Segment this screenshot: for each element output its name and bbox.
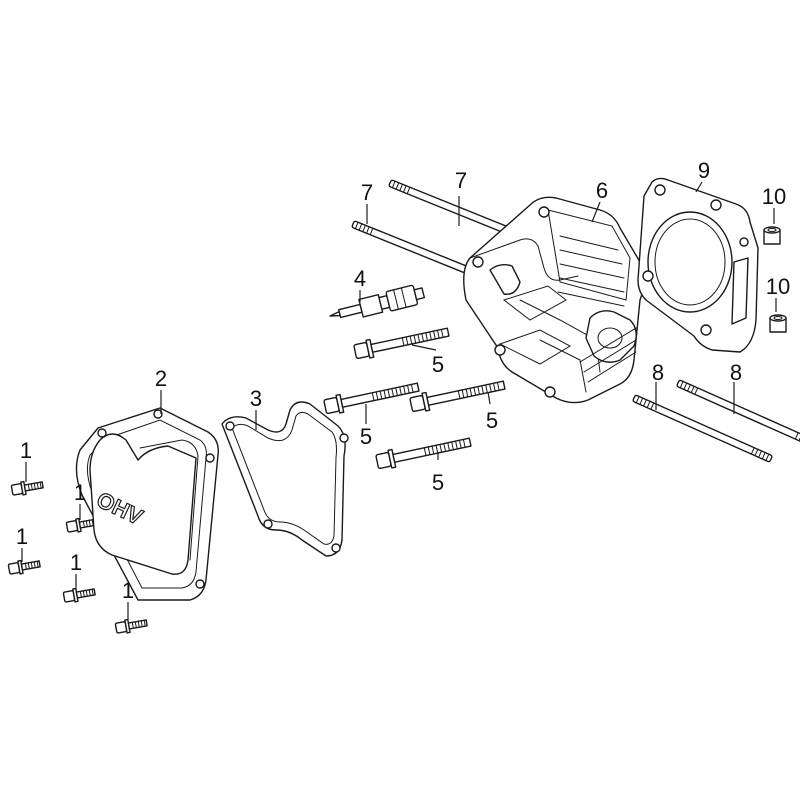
callout-8: 8	[652, 360, 664, 385]
part-8-stud	[631, 394, 774, 463]
callout-1: 1	[20, 438, 32, 463]
callout-7: 7	[361, 180, 373, 205]
part-10-dowel-pin	[769, 314, 787, 333]
callout-7: 7	[455, 168, 467, 193]
part-8-stud	[675, 379, 800, 448]
callout-10: 10	[766, 274, 790, 299]
part-4-spark-plug	[329, 284, 426, 319]
callout-4: 4	[354, 266, 366, 291]
callout-8: 8	[730, 360, 742, 385]
callout-numbers: 1 1 1 1 1 2 3 4 5 5 5 5 6 7 7 8 8 9 10 1…	[16, 158, 790, 603]
callout-1: 1	[70, 550, 82, 575]
part-3-cover-gasket	[221, 401, 349, 557]
part-1-flange-bolt	[62, 584, 97, 605]
callout-2: 2	[155, 366, 167, 391]
callout-6: 6	[596, 178, 608, 203]
callout-1: 1	[122, 578, 134, 603]
part-1-flange-bolt	[114, 615, 149, 636]
part-5-head-bolt	[374, 432, 473, 472]
callout-3: 3	[250, 386, 262, 411]
leader-lines	[21, 181, 777, 620]
callout-5: 5	[486, 408, 498, 433]
part-5-head-bolt	[322, 377, 421, 417]
part-2-valve-cover: OHV	[75, 407, 219, 601]
callout-5: 5	[432, 352, 444, 377]
callout-9: 9	[698, 158, 710, 183]
callout-10: 10	[762, 184, 786, 209]
part-10-dowel-pin	[763, 226, 781, 245]
callout-1: 1	[16, 524, 28, 549]
part-1-flange-bolt	[10, 477, 45, 498]
callout-1: 1	[74, 480, 86, 505]
part-1-flange-bolt	[7, 556, 42, 577]
callout-5: 5	[432, 470, 444, 495]
part-9-head-gasket	[637, 177, 759, 353]
part-6-cylinder-head	[463, 196, 645, 404]
callout-5: 5	[360, 424, 372, 449]
